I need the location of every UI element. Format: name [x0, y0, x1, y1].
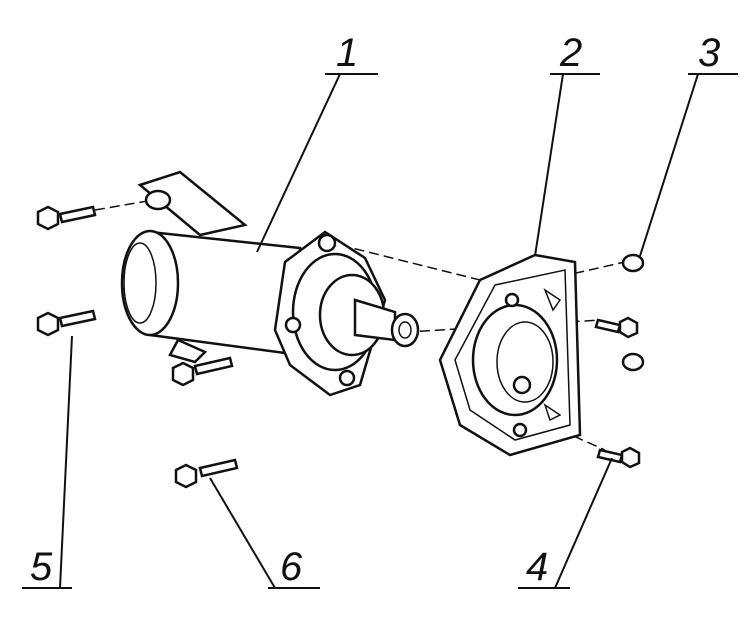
callout-6: 6 [209, 477, 320, 589]
callout-label-3: 3 [698, 31, 720, 75]
callout-label-1: 1 [336, 31, 358, 75]
callout-5: 5 [22, 335, 73, 589]
callout-2: 2 [534, 31, 600, 257]
callout-3: 3 [639, 31, 738, 257]
callout-label-4: 4 [526, 545, 548, 589]
callout-1: 1 [256, 31, 378, 253]
bolts [36, 205, 641, 489]
nuts [621, 253, 645, 372]
callout-label-2: 2 [559, 31, 582, 75]
callout-4: 4 [518, 457, 613, 589]
callout-label-5: 5 [30, 545, 53, 589]
starter-motor [120, 170, 420, 397]
mounting-flange [438, 253, 582, 457]
callout-label-6: 6 [280, 545, 303, 589]
